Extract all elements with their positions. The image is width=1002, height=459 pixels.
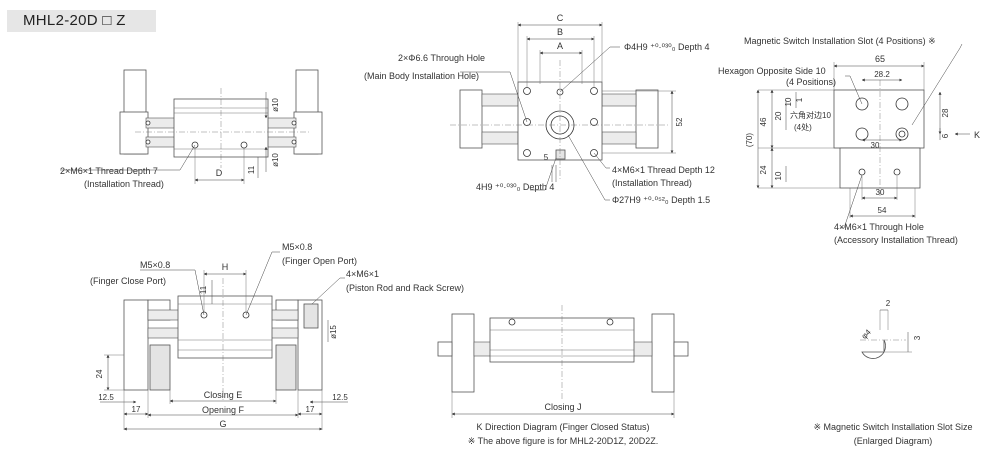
end-hole-left	[858, 168, 866, 176]
end-cn-sublabel: (4处)	[794, 122, 812, 132]
side-view: C B A 52 5 2×Φ6.6 Through Hole (Main Bod…	[364, 13, 715, 205]
slot-dim-2: 2	[886, 299, 891, 308]
front-view: D ø10 ø10 11 2×M6×1 Thread Depth 7 (Inst…	[60, 69, 323, 189]
bl-dim-11: 11	[199, 285, 208, 294]
dim-10-bot: 10	[774, 171, 783, 180]
end-hex-sublabel: (4 Positions)	[786, 77, 836, 87]
dim-D: D	[216, 168, 223, 178]
dim-30-mid: 30	[871, 141, 880, 150]
dim-A: A	[557, 41, 563, 51]
k-caption: K Direction Diagram (Finger Closed Statu…	[476, 422, 649, 432]
dim-10-top: 10	[784, 97, 793, 106]
bl-left-finger	[123, 299, 149, 391]
dim-70: (70)	[745, 133, 754, 148]
dim-54: 54	[878, 206, 887, 215]
bl-dim-24: 24	[95, 369, 104, 378]
dim-12-5-right: 12.5	[332, 393, 348, 402]
front-hole-right	[240, 141, 248, 149]
bottom-left-view: H 11 ø15 24 12.5 12.5 17 17 Closing E O	[90, 242, 464, 431]
closing-J: Closing J	[544, 402, 581, 412]
k-direction-view: Closing J K Direction Diagram (Finger Cl…	[437, 305, 689, 446]
k-note: ※ The above figure is for MHL2-20D1Z, 20…	[468, 436, 658, 446]
dim-B: B	[557, 27, 563, 37]
dim-phi10-bot: ø10	[271, 153, 280, 167]
end-thread-label: 4×M6×1 Through Hole	[834, 222, 924, 232]
dim-52: 52	[675, 117, 684, 126]
slot-dim-3: 3	[913, 335, 922, 340]
end-hole-right	[893, 168, 901, 176]
front-thread-sublabel: (Installation Thread)	[84, 179, 164, 189]
end-cn-label: 六角对边10	[790, 110, 831, 120]
slot-caption-sub: (Enlarged Diagram)	[854, 436, 933, 446]
dim-phi10-top: ø10	[271, 98, 280, 112]
slot-profile	[861, 339, 886, 359]
slot-dim-phi4: φ4	[860, 327, 874, 341]
dim-12-5-left: 12.5	[98, 393, 114, 402]
dim-17-left: 17	[132, 405, 141, 414]
end-hex-label: Hexagon Opposite Side 10	[718, 66, 826, 76]
opening-F: Opening F	[202, 405, 245, 415]
dim-28-2: 28.2	[874, 70, 890, 79]
dim-H: H	[222, 262, 229, 272]
side-thread-sublabel: (Installation Thread)	[612, 178, 692, 188]
dim-46: 46	[759, 117, 768, 126]
screw-label: 4×M6×1	[346, 269, 379, 279]
dim-C: C	[557, 13, 564, 23]
end-thread-sublabel: (Accessory Installation Thread)	[834, 235, 958, 245]
end-view: 65 28.2 30 (70) 46 20 10 1 24 10 28 6 K	[718, 36, 980, 245]
front-thread-label: 2×M6×1 Thread Depth 7	[60, 166, 158, 176]
dim-1: 1	[795, 97, 804, 102]
dim-phi15: ø15	[329, 325, 338, 339]
dim-11: 11	[247, 165, 256, 174]
side-bore-label: Φ27H9 ⁺⁰·⁰⁵²₀ Depth 1.5	[612, 195, 710, 205]
k-right-finger	[651, 313, 675, 393]
close-port-sublabel: (Finger Close Port)	[90, 276, 166, 286]
dim-17-right: 17	[306, 405, 315, 414]
end-switch-label: Magnetic Switch Installation Slot (4 Pos…	[744, 36, 936, 46]
dim-G: G	[219, 419, 226, 429]
close-port-label: M5×0.8	[140, 260, 170, 270]
end-body	[833, 89, 925, 149]
dim-5: 5	[544, 153, 549, 162]
open-port-sublabel: (Finger Open Port)	[282, 256, 357, 266]
front-left-jaw	[119, 111, 149, 155]
dim-28: 28	[941, 108, 950, 117]
slot-detail: 2 φ4 3 ※ Magnetic Switch Installation Sl…	[813, 299, 972, 446]
dim-30-bot: 30	[876, 188, 885, 197]
side-pin-label: Φ4H9 ⁺⁰·⁰³⁰₀ Depth 4	[624, 42, 710, 52]
closing-E: Closing E	[204, 390, 243, 400]
front-right-jaw	[293, 111, 323, 155]
side-thread-label: 4×M6×1 Thread Depth 12	[612, 165, 715, 175]
slot-caption: ※ Magnetic Switch Installation Slot Size	[813, 422, 972, 432]
dim-K: K	[974, 130, 980, 140]
side-slot	[555, 149, 566, 160]
side-slot-label: 4H9 ⁺⁰·⁰³⁰₀ Depth 4	[476, 182, 554, 192]
k-left-finger	[451, 313, 475, 393]
side-hole-sublabel: (Main Body Installation Hole)	[364, 71, 479, 81]
screw-sublabel: (Piston Rod and Rack Screw)	[346, 283, 464, 293]
bl-body	[177, 295, 273, 359]
side-right-cap	[635, 89, 659, 149]
dim-24: 24	[759, 165, 768, 174]
side-left-cap	[459, 89, 483, 149]
side-hole-label: 2×Φ6.6 Through Hole	[398, 53, 485, 63]
dim-6: 6	[941, 133, 950, 138]
model-title: MHL2-20D □ Z	[7, 10, 156, 32]
open-port-label: M5×0.8	[282, 242, 312, 252]
dim-65: 65	[875, 54, 885, 64]
bl-rack-screw	[303, 303, 319, 329]
dim-20: 20	[774, 111, 783, 120]
